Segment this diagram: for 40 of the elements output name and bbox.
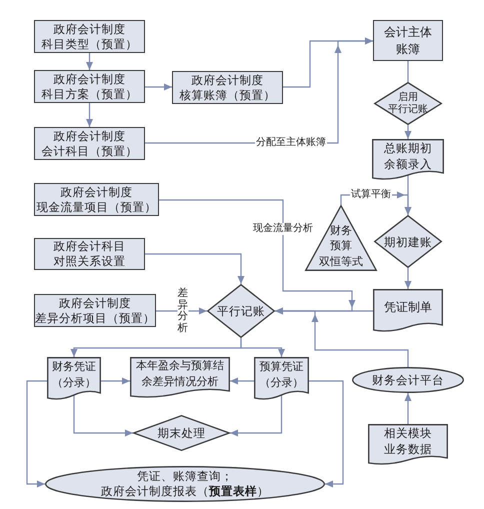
arrow <box>404 268 412 289</box>
document-shape: 财务凭证（分录） <box>47 357 101 401</box>
process-box: 政府会计制度现金流量项目（预置） <box>34 183 159 216</box>
arrow <box>404 393 412 424</box>
arrow <box>309 380 344 488</box>
arrow <box>86 103 93 127</box>
edge-label: 差异分析 <box>178 287 188 335</box>
edge-label: 现金流量分析 <box>252 223 314 235</box>
document-shape: 总账期初余额录入 <box>372 139 444 181</box>
arrow <box>73 395 133 436</box>
decision-diamond: 期末处理 <box>133 415 230 451</box>
arrow <box>404 125 412 139</box>
arrow <box>101 378 130 384</box>
arrow <box>26 380 47 488</box>
document-shape: 相关模块业务数据 <box>368 424 448 466</box>
edge-label: 分配至主体账簿 <box>255 137 327 149</box>
arrow <box>275 308 409 367</box>
document-shape: 凭证制单 <box>373 289 443 333</box>
arrow <box>86 53 93 70</box>
decision-diamond: 期初建账 <box>374 215 442 268</box>
arrow <box>240 338 285 357</box>
arrow <box>145 253 244 284</box>
process-box: 政府会计科目对照关系设置 <box>34 238 145 270</box>
edge-label: 试算平衡 <box>350 189 392 201</box>
process-box: 政府会计制度差异分析项目（预置） <box>34 294 156 327</box>
terminal-ellipse: 凭证、账簿查询； 政府会计制度报表（预置表样） <box>45 466 325 502</box>
decision-diamond: 启用平行记账 <box>374 82 442 125</box>
connector-line <box>407 61 409 82</box>
arrow <box>230 395 282 436</box>
decision-diamond: 平行记账 <box>207 284 275 338</box>
document-shape: 预算凭证（分录） <box>254 357 309 401</box>
terminal-ellipse: 财务会计平台 <box>352 367 464 393</box>
process-box: 会计主体账簿 <box>373 20 443 61</box>
document-shape: 本年盈余与预算结余差异情况分析 <box>130 357 230 399</box>
process-box: 政府会计制度会计科目（预置） <box>34 127 145 160</box>
arrow <box>145 84 172 90</box>
arrow <box>230 378 254 384</box>
process-box: 政府会计制度核算账簿（预置） <box>172 71 283 104</box>
process-box: 政府会计制度科目方案（预置） <box>34 70 145 103</box>
process-box: 政府会计制度科目类型（预置） <box>34 20 145 53</box>
